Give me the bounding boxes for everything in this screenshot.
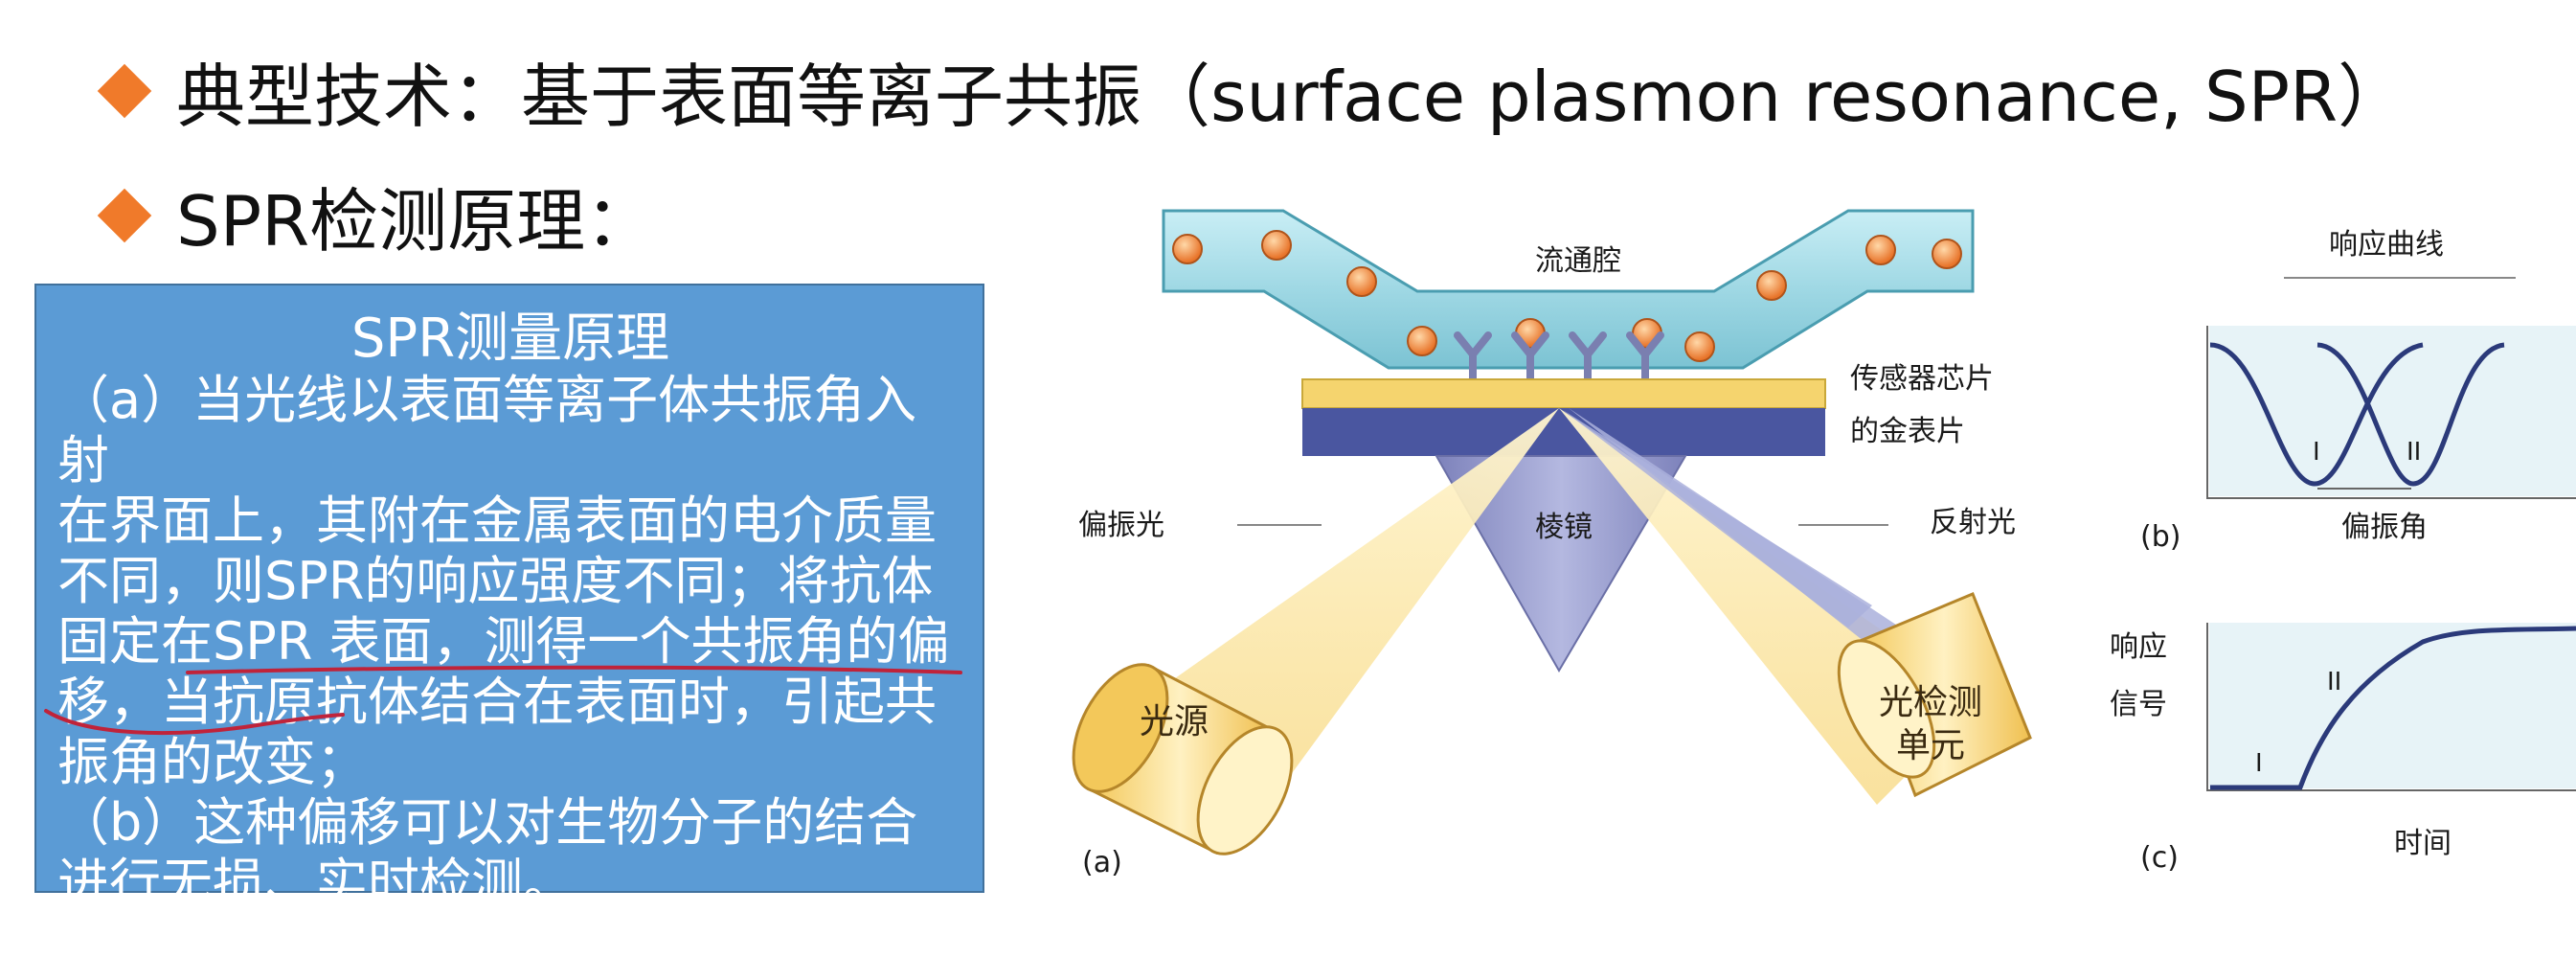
binding-curve xyxy=(2210,626,2576,790)
label-chip-line1: 传感器芯片 xyxy=(1850,362,1994,396)
label-reflected-light: 反射光 xyxy=(1930,506,2016,539)
label-polarized-light: 偏振光 xyxy=(1078,509,1164,542)
bullet-text: 典型技术：基于表面等离子共振（surface plasmon resonance… xyxy=(176,57,2407,137)
label-response-curve: 响应曲线 xyxy=(2329,228,2444,262)
label-c: (c) xyxy=(2140,841,2179,875)
light-source-cylinder xyxy=(1072,663,1294,855)
chip-substrate xyxy=(1302,408,1825,456)
incident-beam xyxy=(1159,408,1559,805)
detector-cylinder xyxy=(1837,592,2032,798)
underlined-text: 振角的改变 xyxy=(57,732,316,792)
para-b-line: 进行无损、实时检测。 xyxy=(57,853,575,913)
box-title: SPR测量原理 xyxy=(350,308,670,370)
label-flow-cell: 流通腔 xyxy=(1535,244,1621,278)
para-a-line: 振角的改变； xyxy=(57,732,963,792)
spr-diagram: 流通腔 传感器芯片 的金表片 偏振光 棱镜 反射光 光源 光检测 单元 (a) … xyxy=(1072,209,2576,879)
para-a-suffix: ； xyxy=(316,732,368,792)
antibody-shape xyxy=(1511,331,1549,382)
immobilized-antibodies xyxy=(1454,331,1664,382)
label-a: (a) xyxy=(1082,846,1122,879)
light-source-base xyxy=(1072,663,1169,793)
label-chip-line2: 的金表片 xyxy=(1850,415,1965,448)
handwritten-underline xyxy=(44,665,962,736)
label-prism: 棱镜 xyxy=(1535,511,1593,544)
analyte-particle xyxy=(1346,266,1377,297)
antibody-shape xyxy=(1569,331,1607,382)
gold-film xyxy=(1301,378,1826,409)
label-polarization-angle: 偏振角 xyxy=(2341,511,2428,544)
label-detector-line1: 光检测 xyxy=(1879,683,1982,722)
label-response-line2: 信号 xyxy=(2110,688,2167,721)
para-a-line: （a）当光线以表面等离子体共振角入射 xyxy=(57,370,917,490)
label-b: (b) xyxy=(2140,520,2181,554)
panel-c-axes xyxy=(2206,623,2576,791)
para-a-line: 固定在SPR 表面，测得一个共振角的偏 xyxy=(57,611,950,672)
analyte-particle xyxy=(1865,235,1896,265)
mark-I-b: I xyxy=(2313,438,2320,467)
antibody-shape xyxy=(1454,331,1492,382)
para-b-line: （b）这种偏移可以对生物分子的结合 xyxy=(57,792,918,853)
analyte-particle xyxy=(1407,326,1437,356)
principle-textbox: SPR测量原理 （a）当光线以表面等离子体共振角入射 在界面上，其附在金属表面的… xyxy=(34,284,984,913)
label-response-line1: 响应 xyxy=(2110,630,2167,664)
analyte-particle xyxy=(1932,239,1962,269)
para-a-line: 不同，则SPR的响应强度不同；将抗体 xyxy=(57,551,934,611)
analyte-particle xyxy=(1756,270,1787,301)
light-source-end xyxy=(1196,725,1294,855)
panel-b-bg xyxy=(2209,326,2576,496)
mark-II-b: II xyxy=(2407,438,2421,467)
dip-curve-I xyxy=(2209,342,2424,487)
label-time: 时间 xyxy=(2394,827,2452,860)
underline-stroke-2 xyxy=(44,709,345,736)
bullet-text: SPR检测原理： xyxy=(176,181,655,262)
bullet-spr-principle: SPR检测原理： xyxy=(97,165,655,265)
panel-c-bg xyxy=(2209,623,2576,788)
analyte-particle xyxy=(1261,230,1292,261)
analyte-particle xyxy=(1684,331,1715,362)
mark-II-c: II xyxy=(2327,668,2341,696)
prism xyxy=(1435,455,1687,673)
underline-stroke-1 xyxy=(186,665,962,674)
dip-curve-II xyxy=(2316,342,2505,487)
analyte-particle xyxy=(1172,234,1203,264)
bullet-typical-technique: 典型技术：基于表面等离子共振（surface plasmon resonance… xyxy=(97,40,2407,141)
antibody-shape xyxy=(1626,331,1664,382)
reflected-ray xyxy=(1569,408,1910,659)
panel-b-axes xyxy=(2206,326,2576,499)
detector-opening xyxy=(1837,639,1936,779)
mark-I-c: I xyxy=(2255,749,2263,778)
para-a-line: 在界面上，其附在金属表面的电介质量 xyxy=(57,490,937,551)
label-light-source: 光源 xyxy=(1140,702,1209,741)
label-detector-line2: 单元 xyxy=(1896,726,1965,765)
flow-channel xyxy=(1162,209,1975,370)
